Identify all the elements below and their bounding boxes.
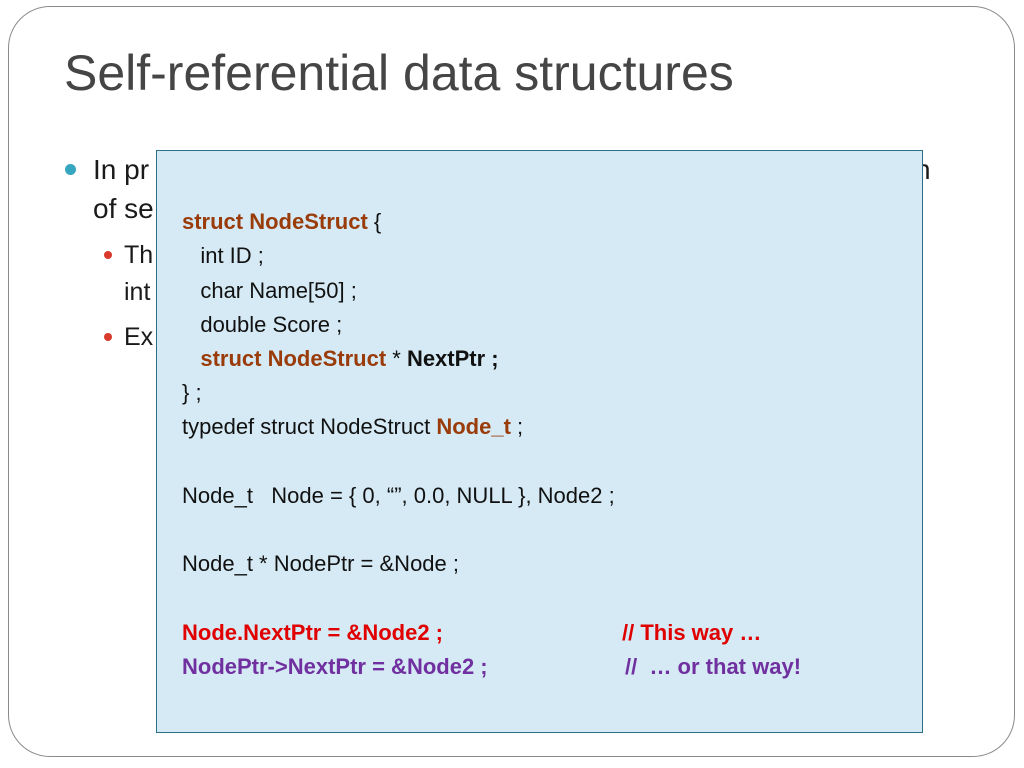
bullet-1-text-line-2: of se bbox=[93, 193, 154, 224]
code-line-2: int ID ; bbox=[182, 243, 264, 268]
code-line-3: char Name[50] ; bbox=[182, 278, 357, 303]
bullet-2-text-start: Th bbox=[124, 241, 154, 269]
code-line-11: NodePtr->NextPtr = &Node2 ; // … or that … bbox=[182, 654, 801, 680]
code-keyword: Node_t bbox=[436, 414, 511, 439]
bullet-2-text-line-2: int bbox=[124, 278, 151, 306]
bullet-2-line-2: int bbox=[124, 278, 150, 307]
code-line-7: typedef struct NodeStruct Node_t ; bbox=[182, 414, 523, 440]
code-keyword: struct NodeStruct bbox=[200, 346, 387, 371]
slide-title: Self-referential data structures bbox=[64, 45, 734, 101]
code-indent bbox=[182, 346, 200, 371]
sub-bullet-dot-icon bbox=[104, 251, 112, 259]
code-line-4: double Score ; bbox=[182, 312, 343, 337]
code-text: ; bbox=[510, 414, 524, 439]
code-line-10: Node.NextPtr = &Node2 ; // This way … bbox=[182, 620, 761, 646]
code-line-6: } ; bbox=[182, 380, 202, 405]
code-line-5: struct NodeStruct * NextPtr ; bbox=[182, 346, 499, 372]
code-text: { bbox=[367, 209, 382, 234]
code-bold: NextPtr ; bbox=[406, 346, 499, 371]
bullet-1-text-start: In pr bbox=[93, 154, 150, 185]
code-statement: Node.NextPtr = &Node2 ; bbox=[182, 620, 443, 645]
code-line-9: Node_t * NodePtr = &Node ; bbox=[182, 551, 459, 576]
bullet-dot-icon bbox=[65, 164, 76, 175]
bullet-1-line-1: In pr bbox=[65, 154, 150, 186]
bullet-2-line-1: Th bbox=[104, 241, 154, 270]
bullet-3-text-start: Ex bbox=[124, 323, 154, 351]
bullet-1-line-2: of se bbox=[93, 193, 154, 225]
code-box: struct NodeStruct { int ID ; char Name[5… bbox=[156, 150, 923, 733]
code-keyword: struct NodeStruct bbox=[182, 209, 368, 234]
code-comment: // … or that way! bbox=[625, 654, 802, 679]
code-line-1: struct NodeStruct { bbox=[182, 209, 381, 235]
code-comment: // This way … bbox=[622, 620, 762, 645]
sub-bullet-dot-icon bbox=[104, 333, 112, 341]
code-text: * bbox=[386, 346, 407, 371]
code-statement: NodePtr->NextPtr = &Node2 ; bbox=[182, 654, 488, 679]
bullet-3-line-1: Ex bbox=[104, 323, 154, 352]
code-text: typedef struct NodeStruct bbox=[182, 414, 437, 439]
code-line-8: Node_t Node = { 0, “”, 0.0, NULL }, Node… bbox=[182, 483, 615, 508]
